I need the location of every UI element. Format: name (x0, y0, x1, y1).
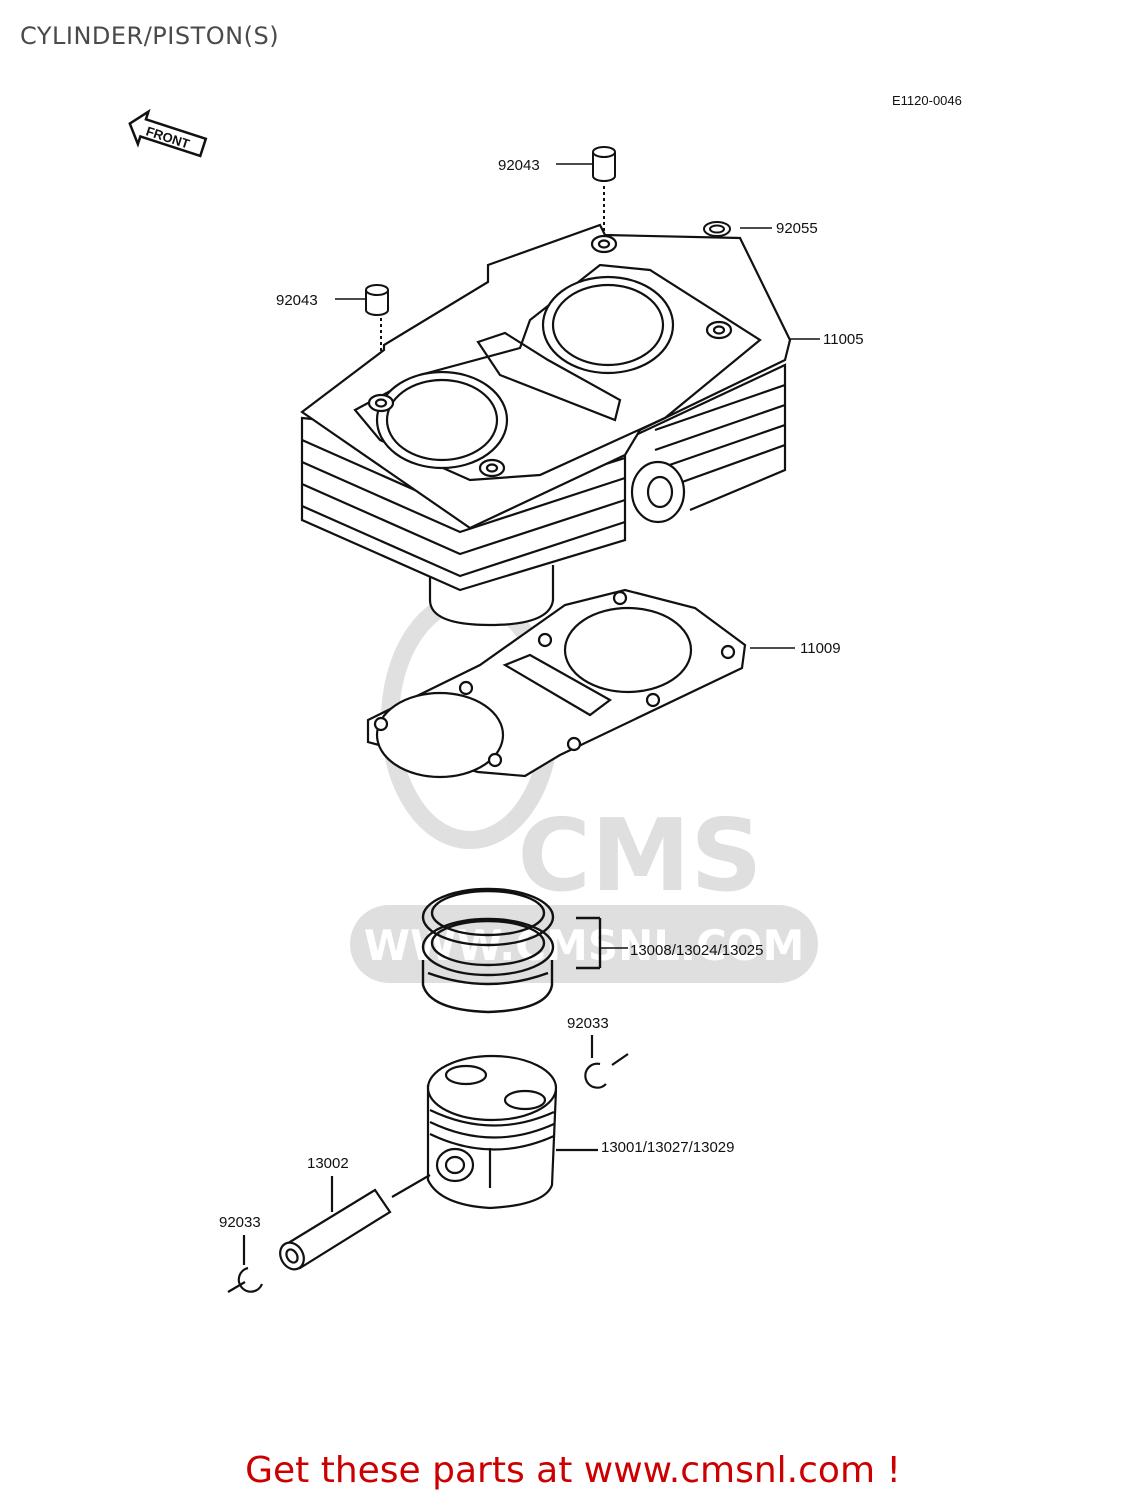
page-title: CYLINDER/PISTON(S) (20, 22, 280, 50)
part-label-13001-13027-13029: 13001/13027/13029 (601, 1139, 734, 1156)
leader-lines (335, 163, 820, 949)
cylinder-base-gasket-icon (366, 588, 747, 779)
part-label-92055: 92055 (776, 220, 818, 237)
part-label-13002: 13002 (307, 1155, 349, 1172)
part-label-92043-upper: 92043 (498, 157, 540, 174)
part-label-92043-left: 92043 (276, 292, 318, 309)
piston-icon (426, 1054, 598, 1210)
parts-diagram: WWW.CMSNL.COM CMS FRONT (128, 108, 864, 1293)
footer-link[interactable]: Get these parts at www.cmsnl.com ! (245, 1450, 901, 1491)
dowel-pin-left-icon (365, 284, 389, 395)
part-label-92033-left: 92033 (219, 1214, 261, 1231)
circlip-left-icon (227, 1235, 264, 1293)
part-label-13008-13024-13025: 13008/13024/13025 (630, 942, 763, 959)
circlip-right-icon (584, 1035, 629, 1089)
piston-ring-set-icon (421, 887, 602, 1014)
diagram-code: E1120-0046 (892, 93, 962, 108)
cylinder-icon (300, 223, 792, 627)
part-label-11005: 11005 (823, 331, 864, 348)
part-label-92033-right: 92033 (567, 1015, 609, 1032)
watermark-brand: CMS (518, 797, 763, 914)
part-label-11009: 11009 (800, 640, 841, 657)
piston-pin-icon (279, 1174, 431, 1271)
dowel-pin-upper-icon (592, 146, 616, 242)
front-arrow-icon: FRONT (128, 108, 208, 158)
